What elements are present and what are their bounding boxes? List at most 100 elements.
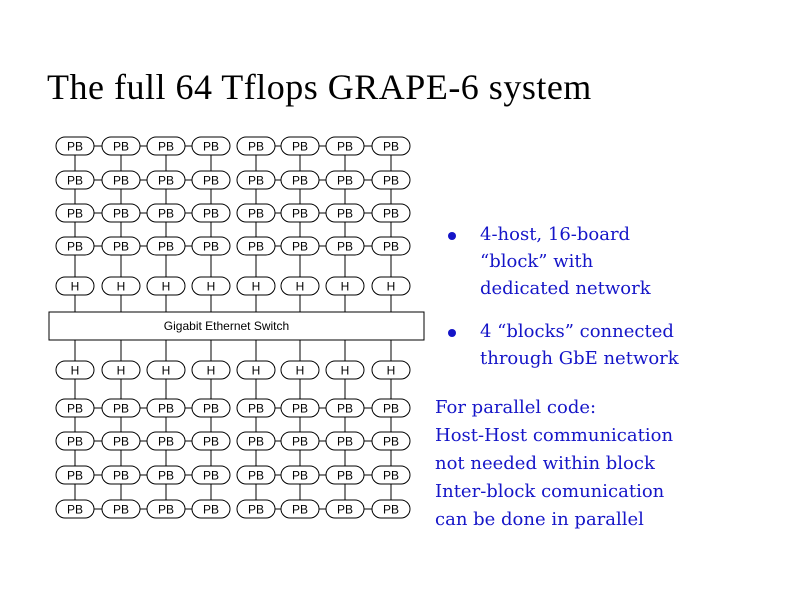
processor-board-node [371, 499, 411, 519]
processor-board-node [236, 170, 276, 190]
processor-board-node [191, 465, 231, 485]
host-node [55, 360, 95, 380]
host-node-label: H [341, 280, 350, 294]
processor-board-node-label: PB [158, 207, 174, 221]
host-node [191, 360, 231, 380]
processor-board-node [280, 499, 320, 519]
host-node-label: H [162, 280, 171, 294]
processor-board-node [55, 465, 95, 485]
host-node-label: H [252, 364, 261, 378]
processor-board-node-label: PB [158, 435, 174, 449]
processor-board-node-label: PB [113, 240, 129, 254]
processor-board-node-label: PB [248, 469, 264, 483]
host-node-label: H [117, 280, 126, 294]
processor-board-node [101, 203, 141, 223]
processor-board-node [371, 136, 411, 156]
processor-board-node-label: PB [203, 174, 219, 188]
processor-board-node [280, 465, 320, 485]
host-node [236, 276, 276, 296]
parallel-code-note: For parallel code: Host-Host communicati… [435, 394, 673, 534]
processor-board-node-label: PB [248, 435, 264, 449]
processor-board-node [371, 465, 411, 485]
note-line: Inter-block comunication [435, 481, 665, 502]
processor-board-node [371, 203, 411, 223]
processor-board-node [325, 136, 365, 156]
processor-board-node [236, 465, 276, 485]
processor-board-node-label: PB [67, 402, 83, 416]
processor-board-node-label: PB [113, 402, 129, 416]
processor-board-node [146, 465, 186, 485]
processor-board-node [280, 136, 320, 156]
host-node-label: H [296, 364, 305, 378]
processor-board-node [55, 431, 95, 451]
processor-board-node [191, 136, 231, 156]
bullet-1-line: “block” with [480, 251, 594, 272]
processor-board-node-label: PB [337, 174, 353, 188]
processor-board-node-label: PB [67, 240, 83, 254]
host-node-label: H [71, 364, 80, 378]
processor-board-node [325, 398, 365, 418]
processor-board-node [146, 236, 186, 256]
note-line: can be done in parallel [435, 509, 644, 530]
processor-board-node [325, 203, 365, 223]
gigabit-ethernet-switch [48, 311, 425, 341]
processor-board-node-label: PB [337, 435, 353, 449]
host-node-label: H [387, 280, 396, 294]
processor-board-node [371, 431, 411, 451]
processor-board-node-label: PB [337, 240, 353, 254]
processor-board-node [191, 431, 231, 451]
bullet-2-line: 4 “blocks” connected [480, 321, 674, 342]
processor-board-node-label: PB [203, 402, 219, 416]
processor-board-node [101, 465, 141, 485]
processor-board-node-label: PB [292, 207, 308, 221]
processor-board-node-label: PB [203, 435, 219, 449]
processor-board-node-label: PB [383, 435, 399, 449]
switch-label: Gigabit Ethernet Switch [164, 319, 289, 333]
processor-board-node [325, 431, 365, 451]
host-node [55, 276, 95, 296]
processor-board-node [146, 203, 186, 223]
processor-board-node-label: PB [158, 240, 174, 254]
processor-board-node-label: PB [292, 402, 308, 416]
processor-board-node [325, 170, 365, 190]
note-line: Host-Host communication [435, 425, 674, 446]
processor-board-node-label: PB [248, 140, 264, 154]
processor-board-node-label: PB [67, 435, 83, 449]
processor-board-node-label: PB [113, 207, 129, 221]
note-line: not needed within block [435, 453, 655, 474]
processor-board-node-label: PB [67, 503, 83, 517]
host-node-label: H [387, 364, 396, 378]
processor-board-node [191, 203, 231, 223]
host-node [280, 360, 320, 380]
processor-board-node-label: PB [248, 207, 264, 221]
host-node [146, 276, 186, 296]
processor-board-node [236, 431, 276, 451]
processor-board-node-label: PB [158, 469, 174, 483]
bullet-2: 4 “blocks” connected through GbE network [480, 318, 679, 372]
processor-board-node [191, 398, 231, 418]
processor-board-node-label: PB [383, 503, 399, 517]
processor-board-node [371, 236, 411, 256]
processor-board-node-label: PB [383, 402, 399, 416]
processor-board-node-label: PB [337, 469, 353, 483]
host-node [371, 360, 411, 380]
bullet-1-line: dedicated network [480, 278, 651, 299]
note-line: For parallel code: [435, 397, 597, 418]
processor-board-node [280, 170, 320, 190]
processor-board-node [146, 499, 186, 519]
processor-board-node [280, 398, 320, 418]
processor-board-node-label: PB [113, 140, 129, 154]
processor-board-node [236, 203, 276, 223]
processor-board-node-label: PB [67, 140, 83, 154]
processor-board-node-label: PB [383, 469, 399, 483]
processor-board-node [280, 236, 320, 256]
processor-board-node [280, 203, 320, 223]
processor-board-node [371, 170, 411, 190]
host-node [325, 276, 365, 296]
processor-board-node [101, 398, 141, 418]
processor-board-node-label: PB [292, 469, 308, 483]
processor-board-node [101, 431, 141, 451]
bullet-dot-icon [448, 232, 456, 240]
processor-board-node [55, 398, 95, 418]
host-node-label: H [71, 280, 80, 294]
